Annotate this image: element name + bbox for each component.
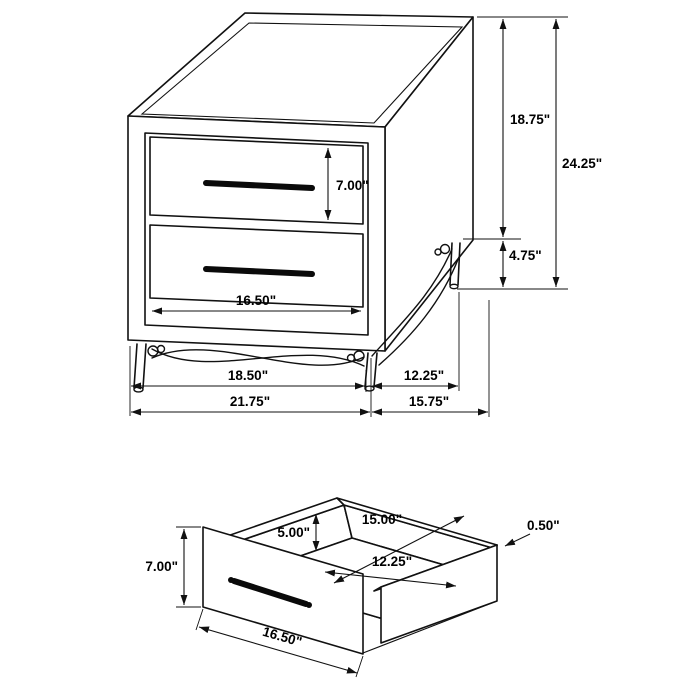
dim-overall-depth: 15.75" xyxy=(372,300,490,417)
leg-span-front-label: 18.50" xyxy=(228,368,268,383)
drawer-1-handle xyxy=(203,180,315,191)
overall-width-label: 21.75" xyxy=(230,394,270,409)
nightstand-drawer-2-front xyxy=(149,224,364,308)
dim-overall-height: 24.25" xyxy=(552,19,602,287)
dim-wall-thickness: 0.50" xyxy=(504,518,560,547)
interior-depth-label: 15.00" xyxy=(362,512,402,527)
interior-height-label: 5.00" xyxy=(277,525,310,540)
case-height-label: 18.75" xyxy=(510,112,550,127)
front-stretcher-scroll xyxy=(151,348,365,367)
drawer-detail-handle xyxy=(231,578,309,607)
dim-leg-span-front: 18.50" xyxy=(129,346,367,416)
wall-thickness-label: 0.50" xyxy=(527,518,560,533)
drawer-detail-drawing: 7.00" 16.50" 15.00" 0.50" 5.00" 12.25" xyxy=(145,497,560,678)
front-stretcher-scroll-2 xyxy=(151,349,365,366)
leg-height-label: 4.75" xyxy=(509,248,542,263)
nightstand-legs xyxy=(133,242,461,393)
dim-leg-span-side: 12.25" xyxy=(372,292,460,391)
nightstand-drawing: 7.00" 16.50" 18.50" 21.75" 12.25" 15.75" xyxy=(127,12,602,417)
dim-interior-width: 12.25" xyxy=(324,554,457,589)
nightstand-top-face-bevel xyxy=(140,22,464,124)
handle-post-left xyxy=(228,577,234,583)
leg-span-side-label: 12.25" xyxy=(404,368,444,383)
dim-front-width: 16.50" xyxy=(152,293,361,315)
dim-drawer-front-height: 7.00" xyxy=(145,526,201,608)
drawer-front-height-label: 7.00" xyxy=(145,559,178,574)
drawer-height-label: 7.00" xyxy=(336,178,369,193)
drawer-bottom-edge xyxy=(362,600,498,654)
dim-case-height: 18.75" xyxy=(463,16,568,240)
dim-leg-height: 4.75" xyxy=(457,241,568,290)
overall-depth-label: 15.75" xyxy=(409,394,449,409)
dim-interior-height: 5.00" xyxy=(277,514,320,551)
drawer-2-handle xyxy=(203,266,315,277)
dim-overall-width: 21.75" xyxy=(131,358,372,417)
drawer-front-panel xyxy=(202,526,364,655)
side-stretcher-scroll-2 xyxy=(378,256,460,366)
interior-width-label: 12.25" xyxy=(372,554,412,569)
front-width-label: 16.50" xyxy=(236,293,276,308)
handle-post-right xyxy=(306,602,312,608)
nightstand-drawer-1-front xyxy=(149,136,364,225)
side-stretcher-scroll xyxy=(371,248,453,357)
dim-drawer-height: 7.00" xyxy=(324,148,369,220)
overall-height-label: 24.25" xyxy=(562,156,602,171)
